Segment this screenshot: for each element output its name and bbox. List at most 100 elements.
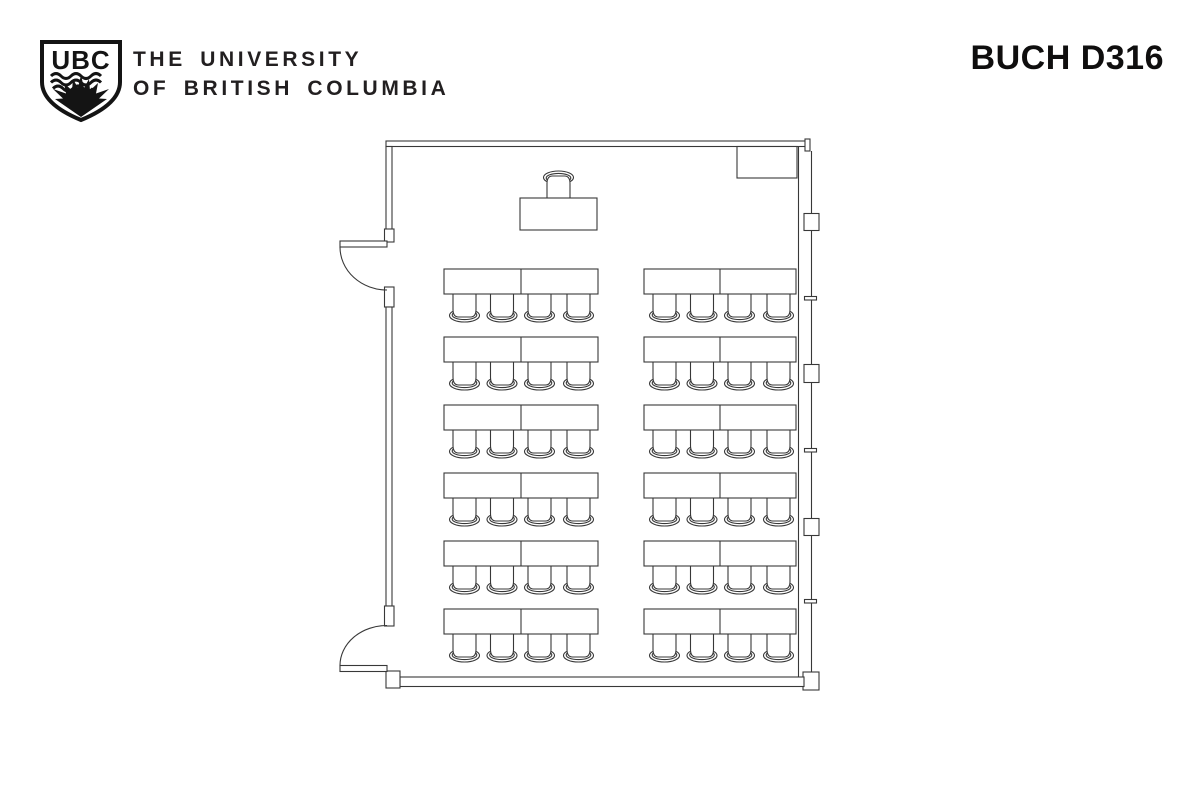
chair-seat [546, 175, 571, 200]
chair [523, 293, 556, 323]
corner-post [802, 671, 820, 691]
chair-seat [689, 497, 715, 522]
chair-seat [689, 429, 715, 454]
chair-seat [566, 361, 591, 386]
chair [762, 361, 795, 391]
chair [448, 429, 481, 459]
crest-wave [49, 72, 103, 80]
room-walls [383, 138, 820, 691]
chair [723, 293, 756, 323]
chair-seat [689, 565, 715, 590]
chair [648, 565, 681, 595]
chair-seat [652, 361, 677, 386]
top-wall [385, 140, 808, 148]
door-lower-left [339, 624, 388, 673]
chair [562, 361, 595, 391]
chair [762, 565, 795, 595]
chair [686, 361, 718, 391]
table-group [443, 268, 599, 323]
chair [448, 361, 481, 391]
chair-seat [489, 633, 515, 658]
cabinet [736, 145, 798, 179]
chair-seat [527, 497, 552, 522]
chair [448, 497, 481, 527]
chair-seat [566, 633, 591, 658]
left-wall-middle [385, 306, 393, 607]
institution-name: THE UNIVERSITY OF BRITISH COLUMBIA [133, 46, 449, 103]
chair-seat [452, 429, 477, 454]
chair [523, 497, 556, 527]
window-wall-end-cap [804, 138, 811, 152]
chair-seat [452, 565, 477, 590]
chair [562, 293, 595, 323]
chair-seat [452, 361, 477, 386]
chair-seat [766, 497, 791, 522]
window-mullion [803, 212, 820, 232]
door-leaf [339, 664, 388, 673]
chair [486, 565, 518, 595]
chair-seat [766, 633, 791, 658]
window-tick [803, 598, 818, 604]
chair-seat [689, 633, 715, 658]
table-group [443, 540, 599, 595]
chair-seat [727, 633, 752, 658]
chair [562, 429, 595, 459]
chair-seat [766, 429, 791, 454]
chair-seat [489, 497, 515, 522]
crest-wave [49, 78, 103, 87]
chair-seat [566, 497, 591, 522]
chair-seat [652, 429, 677, 454]
window-tick [803, 295, 818, 301]
crest-sunburst [53, 75, 109, 117]
chair-seat [727, 361, 752, 386]
chair [562, 633, 595, 663]
table-group [643, 336, 797, 391]
door-jamb [383, 228, 395, 243]
chair-seat [689, 361, 715, 386]
chair [723, 361, 756, 391]
chair [723, 429, 756, 459]
chair-seat [766, 565, 791, 590]
chair [686, 293, 718, 323]
table-group [443, 472, 599, 527]
table-group [443, 404, 599, 459]
chair-seat [527, 565, 552, 590]
furniture [443, 170, 797, 663]
chair-seat [727, 565, 752, 590]
instructor-station [519, 170, 598, 231]
chair-seat [566, 565, 591, 590]
crest-shield-outline [40, 40, 122, 123]
instructor-table [519, 197, 598, 231]
table-group [643, 404, 797, 459]
window-mullion [803, 363, 820, 384]
chair [523, 565, 556, 595]
chair [486, 429, 518, 459]
door-leaf [339, 240, 388, 248]
institution-line2: OF BRITISH COLUMBIA [133, 76, 450, 100]
chair-seat [489, 429, 515, 454]
chair [686, 497, 718, 527]
left-wall-upper [385, 145, 393, 231]
chair [686, 429, 718, 459]
institution-line1: THE UNIVERSITY [133, 48, 363, 71]
chair-seat [689, 293, 715, 318]
chair-seat [452, 293, 477, 318]
chair [562, 565, 595, 595]
chair [762, 429, 795, 459]
chair-seat [527, 429, 552, 454]
chair [762, 293, 795, 323]
table-group [643, 608, 797, 663]
chair-seat [489, 565, 515, 590]
bottom-wall [399, 676, 805, 688]
chair-seat [489, 361, 515, 386]
chair-seat [566, 293, 591, 318]
chair [723, 633, 756, 663]
chair-seat [652, 293, 677, 318]
table-group [443, 336, 599, 391]
chair-seat [652, 565, 677, 590]
door-jamb [385, 670, 401, 689]
table-group [643, 268, 797, 323]
chair-seat [527, 361, 552, 386]
door-swing-arc [339, 246, 388, 291]
chair [448, 293, 481, 323]
